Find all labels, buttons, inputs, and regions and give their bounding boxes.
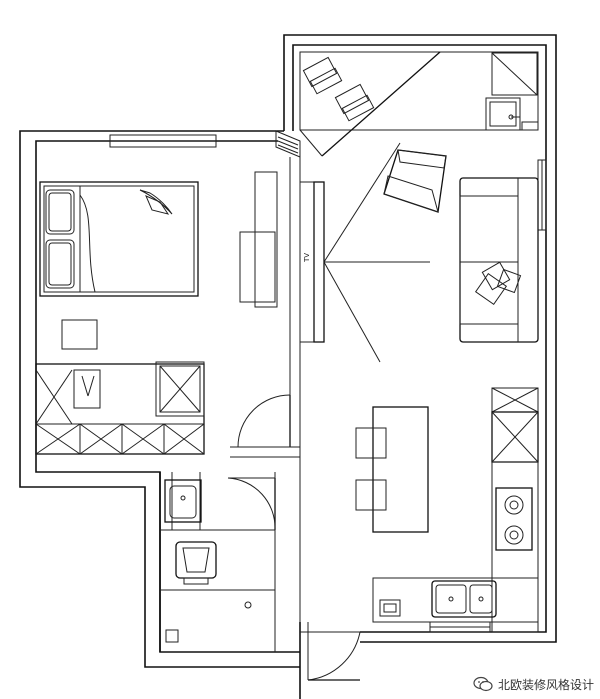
- living-window: [537, 159, 547, 231]
- shower: [160, 589, 275, 643]
- balcony-door: [275, 130, 301, 158]
- toilet: [175, 541, 217, 585]
- bedroom-desk: [35, 361, 205, 455]
- wechat-icon: [473, 676, 493, 692]
- entrance-door: [299, 622, 361, 699]
- balcony-chair: [334, 83, 375, 122]
- kitchen-sink: [431, 580, 497, 618]
- bedroom-window: [109, 134, 217, 148]
- kitchen: [372, 387, 539, 633]
- bathroom: [159, 472, 276, 652]
- watermark-text: 北欧装修风格设计: [497, 677, 594, 692]
- tv-label: TV: [303, 253, 311, 263]
- balcony-cabinet: [491, 52, 538, 96]
- sofa-cushions: [474, 261, 522, 306]
- balcony-sink: [485, 97, 521, 131]
- kitchen-window: [429, 621, 491, 633]
- watermark: 北欧装修风格设计: [473, 673, 594, 695]
- stove: [495, 487, 533, 551]
- balcony-chair: [302, 56, 343, 95]
- sofa: [459, 177, 539, 343]
- armchair: [383, 149, 447, 213]
- wash-basin: [164, 479, 202, 523]
- bedroom-cabinet: [239, 171, 278, 308]
- tv-sightlines: [323, 142, 430, 363]
- bathroom-door: [227, 477, 276, 531]
- dining-table: [355, 406, 429, 533]
- bed: [39, 181, 199, 297]
- fridge: [491, 411, 539, 463]
- tv-cabinet: TV: [299, 181, 325, 343]
- balcony: [299, 51, 539, 157]
- bedroom-door: [230, 394, 300, 458]
- desk-chair: [61, 319, 98, 350]
- bedroom: [35, 134, 300, 458]
